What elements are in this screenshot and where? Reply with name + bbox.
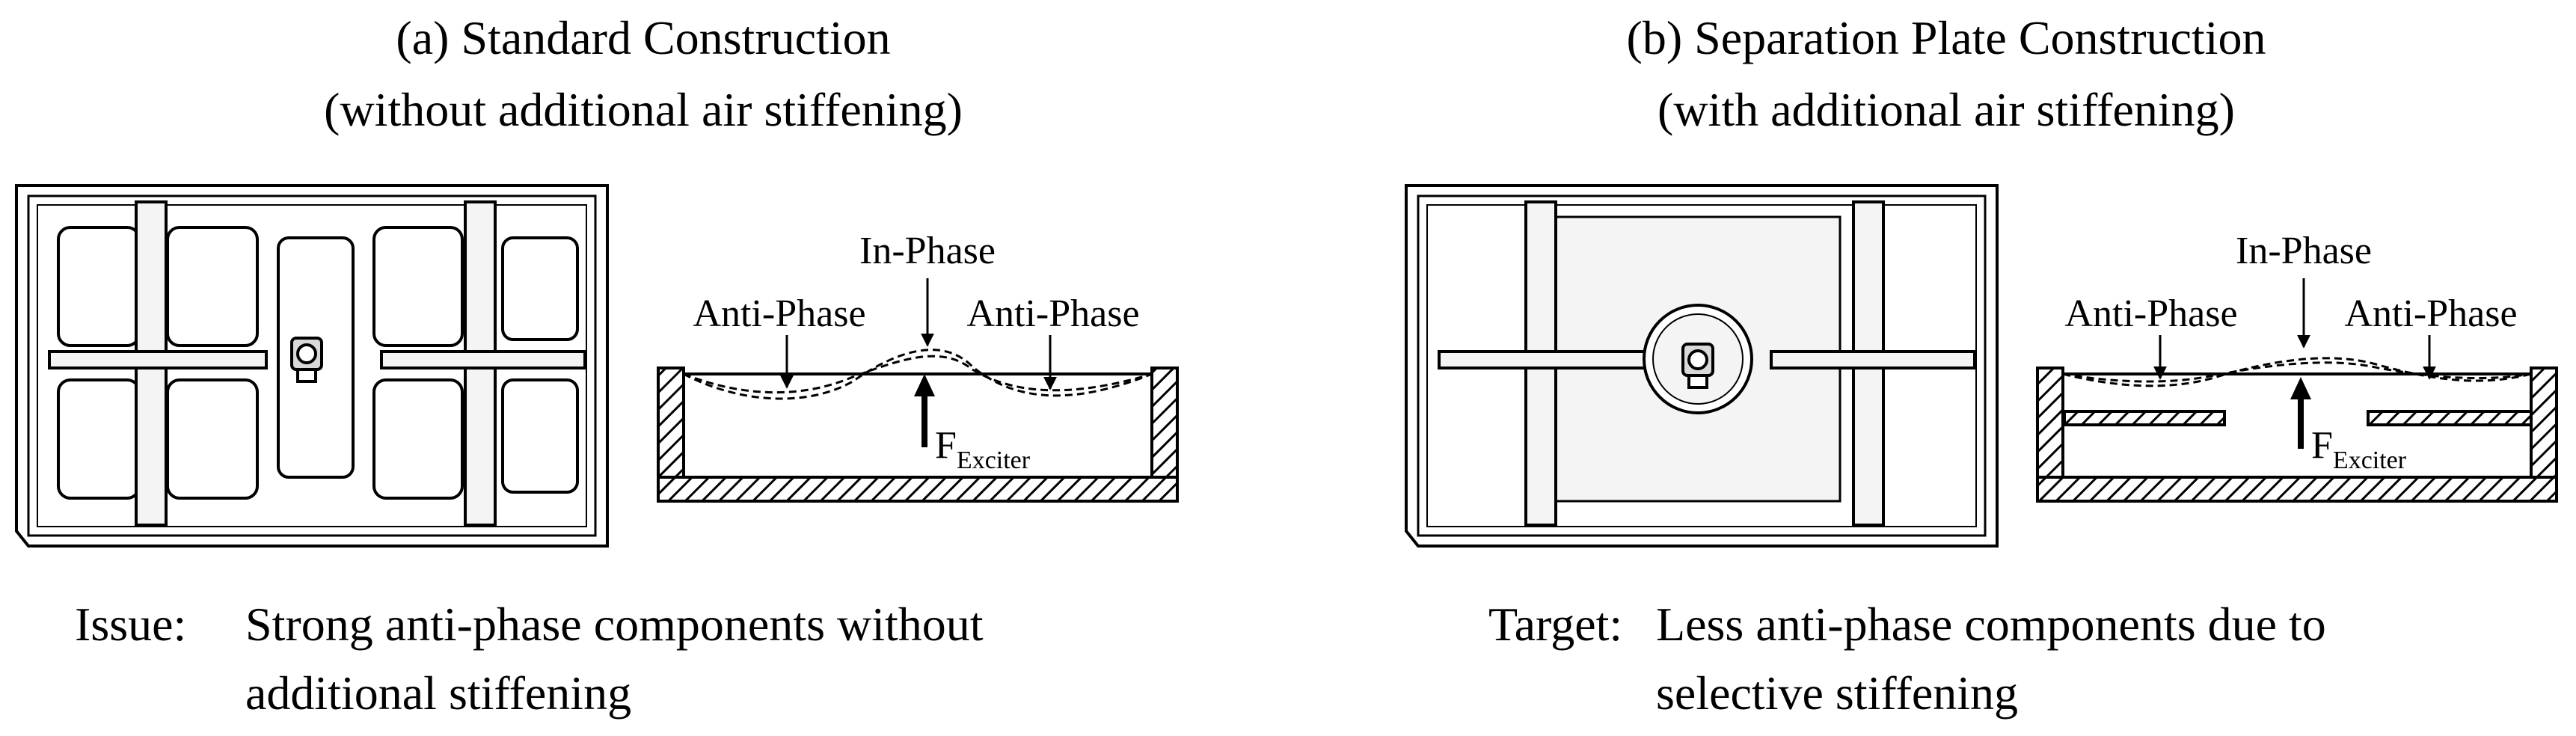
standard-cross-section: In-Phase Anti-Phase Anti-Phase FExciter [657, 230, 1179, 503]
mode-shape-line-1 [2062, 357, 2532, 387]
panel-separation-plate: (b) Separation Plate Construction (with … [1405, 11, 2558, 720]
mode-shape-line-1 [683, 349, 1153, 400]
standard-panel-drawing [15, 184, 609, 548]
base-plate [2036, 476, 2558, 503]
mode-shape-line-2 [2062, 361, 2532, 383]
base-plate [657, 476, 1179, 503]
title-separation-line1: (b) Separation Plate Construction [1627, 11, 2266, 64]
label-force-exciter-b: FExciter [2311, 424, 2407, 474]
caption-key-issue: Issue: [75, 598, 186, 651]
separation-cross-section: In-Phase Anti-Phase Anti-Phase FExciter [2036, 230, 2558, 503]
title-standard-line2: (without additional air stiffening) [324, 83, 963, 136]
label-anti-phase-b-left: Anti-Phase [2064, 292, 2237, 335]
separation-plate-left [2063, 410, 2226, 426]
label-anti-phase-a-right: Anti-Phase [966, 292, 1139, 335]
label-anti-phase-a-left: Anti-Phase [693, 292, 865, 335]
caption-issue-line2: additional stiffening [245, 666, 631, 720]
title-standard-line1: (a) Standard Construction [396, 11, 890, 64]
caption-target-line1: Less anti-phase components due to [1656, 598, 2326, 651]
caption-key-target: Target: [1488, 598, 1622, 651]
panel-standard-construction: (a) Standard Construction (without addit… [15, 11, 1179, 720]
separation-plate-right [2367, 410, 2533, 426]
label-in-phase-a: In-Phase [859, 230, 996, 272]
label-anti-phase-b-right: Anti-Phase [2344, 292, 2517, 335]
caption-issue-line1: Strong anti-phase components without [245, 598, 984, 651]
title-separation-line2: (with additional air stiffening) [1657, 83, 2235, 136]
separation-panel-drawing [1405, 184, 1999, 548]
caption-target-line2: selective stiffening [1656, 666, 2018, 720]
label-force-exciter-a: FExciter [935, 424, 1031, 474]
label-in-phase-b: In-Phase [2236, 230, 2372, 272]
